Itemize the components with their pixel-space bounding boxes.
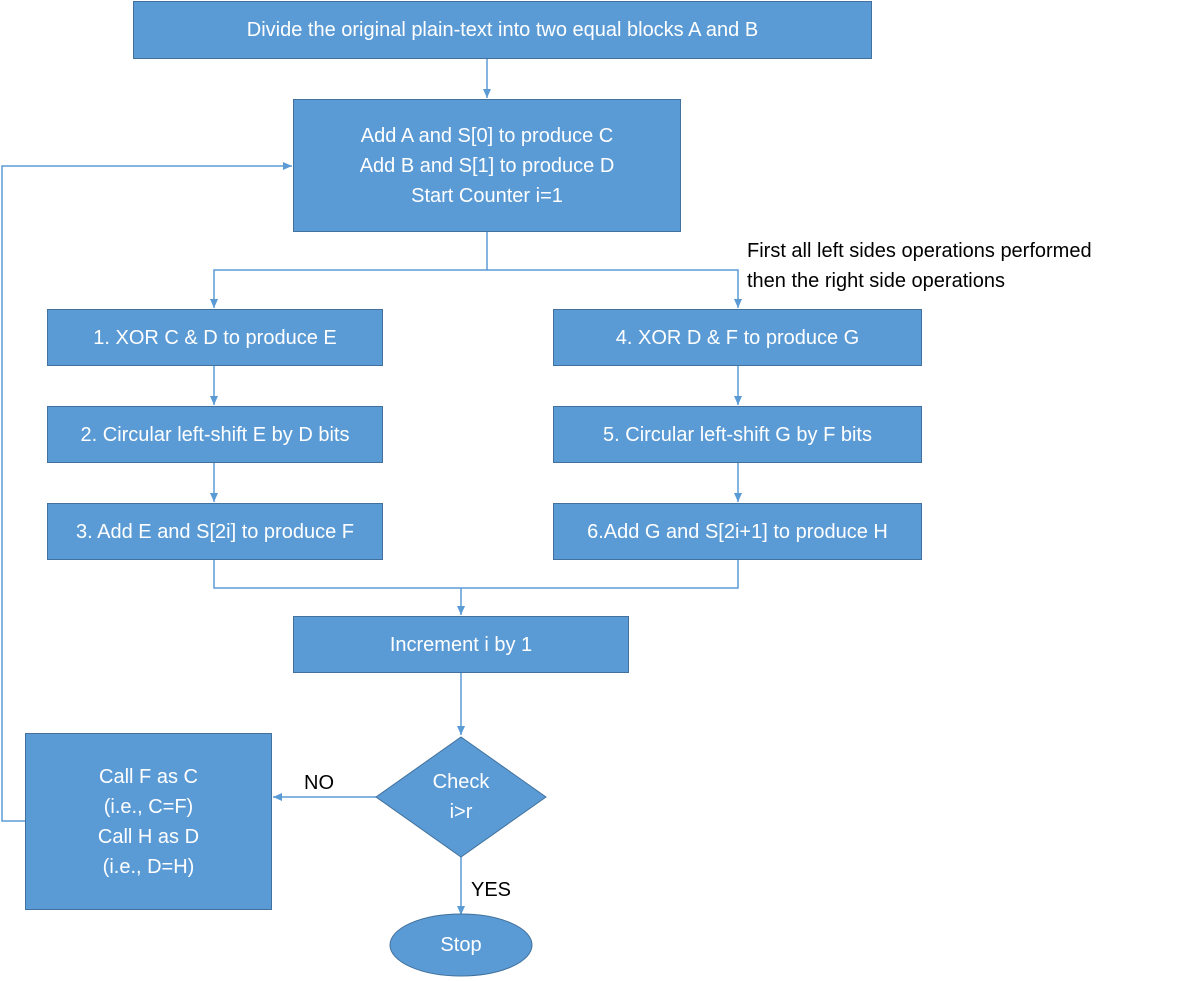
step-1-text: 1. XOR C & D to produce E [93,326,337,349]
step-3-text: 3. Add E and S[2i] to produce F [76,520,354,543]
step-2-text: 2. Circular left-shift E by D bits [80,423,350,446]
step-2-box: 2. Circular left-shift E by D bits [47,406,383,463]
reassign-line-3: Call H as D [97,825,200,848]
connector-init-split [210,232,488,308]
reassign-line-1: Call F as C [99,765,198,788]
step-3-box: 3. Add E and S[2i] to produce F [47,503,383,560]
init-box: Add A and S[0] to produce C Add B and S[… [293,99,681,232]
step-4-box: 4. XOR D & F to produce G [553,309,922,366]
start-box-text: Divide the original plain-text into two … [246,19,759,41]
decision-diamond [375,736,547,858]
step-5-box: 5. Circular left-shift G by F bits [553,406,922,463]
order-note: First all left sides operations performe… [747,236,1092,296]
step-1-box: 1. XOR C & D to produce E [47,309,383,366]
reassign-line-4: (i.e., D=H) [102,855,195,878]
stop-terminator [389,913,533,977]
yes-label: YES [471,879,512,901]
step-6-box: 6.Add G and S[2i+1] to produce H [553,503,922,560]
connector-loop-back [1,162,292,822]
note-line-2: then the right side operations [747,270,1005,292]
reassign-box: Call F as C (i.e., C=F) Call H as D (i.e… [25,733,272,910]
increment-text: Increment i by 1 [389,633,533,656]
decision-line-1: Check [432,771,490,793]
reassign-line-2: (i.e., C=F) [103,795,194,818]
stop-text: Stop [440,934,482,956]
decision-line-2: i>r [449,801,473,823]
note-line-1: First all left sides operations performe… [747,240,1092,262]
step-6-text: 6.Add G and S[2i+1] to produce H [587,520,888,543]
connector-init-split-right [487,269,742,308]
init-line-1: Add A and S[0] to produce C [360,124,614,147]
init-line-3: Start Counter i=1 [411,184,563,207]
step-5-text: 5. Circular left-shift G by F bits [603,423,872,446]
no-label: NO [304,772,334,794]
start-box: Divide the original plain-text into two … [133,1,872,59]
increment-box: Increment i by 1 [293,616,629,673]
init-line-2: Add B and S[1] to produce D [359,154,615,177]
step-4-text: 4. XOR D & F to produce G [615,326,860,349]
connector-merge [213,560,739,589]
decision-text: Check i>r [406,767,516,827]
